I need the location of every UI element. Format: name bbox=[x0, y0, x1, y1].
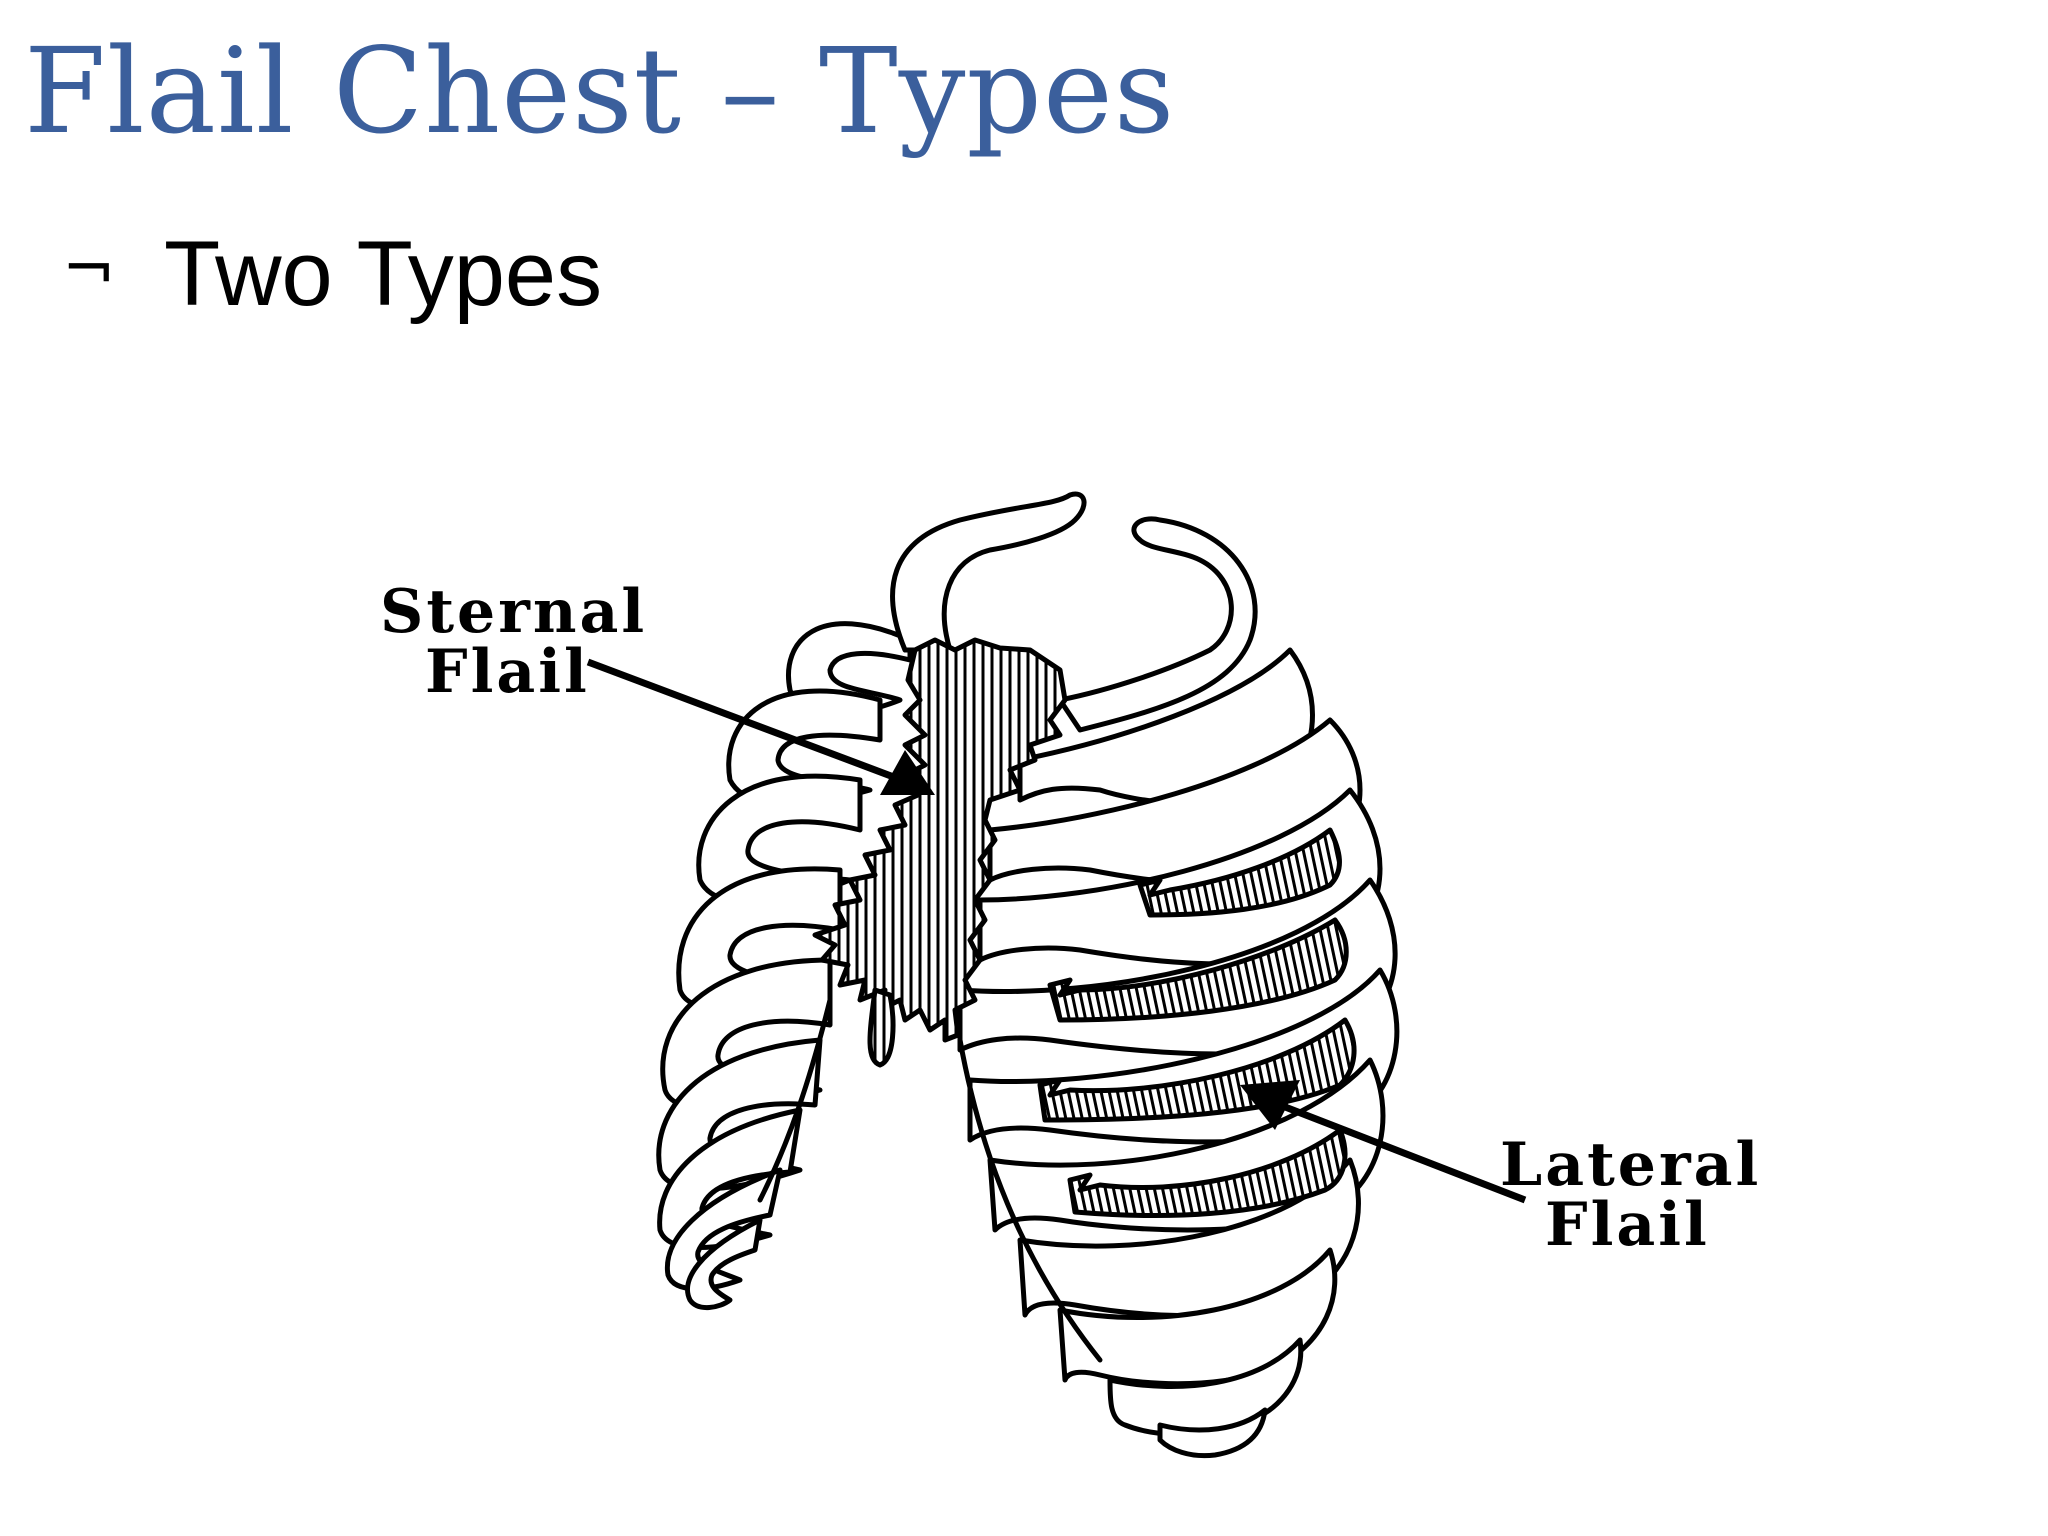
sternal-flail-label: Sternal Flail bbox=[380, 577, 647, 707]
lateral-arrow bbox=[1240, 1080, 1527, 1204]
xiphoid bbox=[867, 987, 896, 1068]
sternal-label-line2: Flail bbox=[425, 637, 590, 707]
lateral-label-line1: Lateral bbox=[1500, 1130, 1761, 1200]
slide-title: Flail Chest – Types bbox=[24, 22, 1176, 160]
sternal-arrow bbox=[586, 658, 935, 795]
first-ribs bbox=[890, 491, 1258, 733]
costal-margin-right bbox=[957, 1037, 1103, 1363]
costal-margin-left bbox=[757, 997, 833, 1203]
bullet-text: Two Types bbox=[164, 223, 603, 325]
rib-cage bbox=[656, 491, 1400, 1459]
lateral-flail-label: Lateral Flail bbox=[1500, 1130, 1761, 1260]
sternal-flail-segment bbox=[812, 637, 1068, 1043]
left-ribs bbox=[656, 621, 913, 1310]
lateral-label-line2: Flail bbox=[1545, 1190, 1710, 1260]
bullet-icon: ¬ bbox=[62, 232, 116, 306]
sternal-label-line1: Sternal bbox=[380, 577, 647, 647]
